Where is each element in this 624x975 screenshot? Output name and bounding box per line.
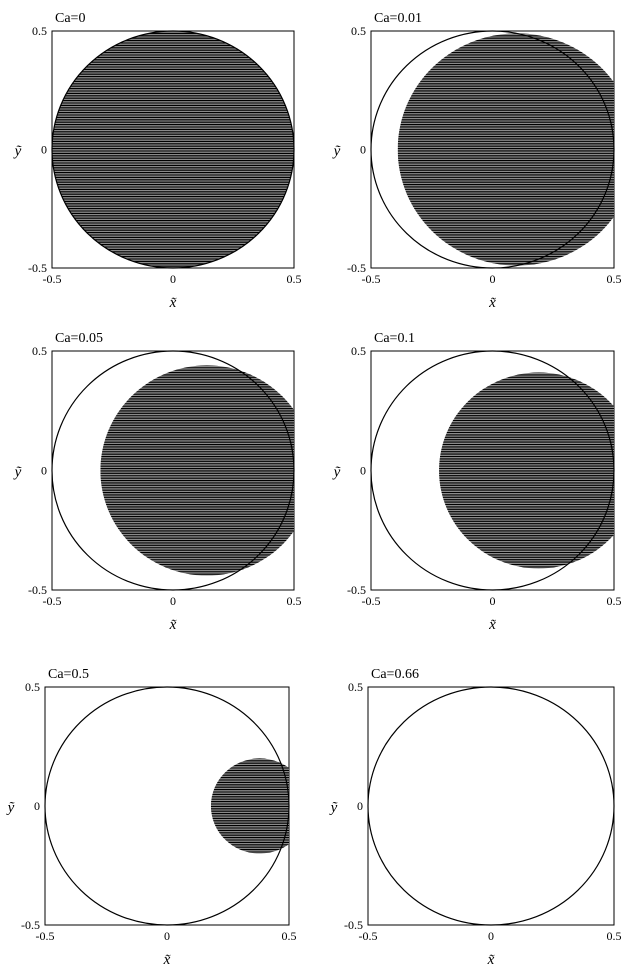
x-axis-label: x̃ [163, 952, 171, 968]
hatched-region [52, 31, 294, 268]
y-tick-label: -0.5 [347, 261, 366, 275]
y-tick-label: 0 [34, 799, 40, 813]
y-tick-label: -0.5 [28, 583, 47, 597]
panel-title: Ca=0.5 [48, 667, 89, 682]
hatched-region [397, 33, 614, 266]
x-axis-label: x̃ [169, 617, 177, 633]
y-tick-label: 0 [360, 143, 366, 157]
y-tick-label: 0 [41, 464, 47, 478]
chart-panel: Ca=0.1 -0.5 0 0.5 0.5 0 -0.5 x̃ ỹ [332, 331, 622, 633]
outer-circle [370, 350, 615, 591]
chart-panel: Ca=0.01 -0.5 0 0.5 0.5 0 -0.5 x̃ ỹ [332, 11, 622, 311]
outer-circle [367, 686, 615, 926]
y-tick-label: 0 [41, 143, 47, 157]
outer-circle [44, 686, 290, 926]
y-axis-label: ỹ [329, 800, 338, 816]
x-tick-label: 0 [170, 272, 176, 286]
y-axis-label: ỹ [13, 144, 22, 160]
y-axis-label: ỹ [6, 800, 15, 816]
hatched-region [210, 758, 289, 854]
panel-title: Ca=0.66 [371, 667, 419, 682]
outer-circle [370, 30, 615, 269]
chart-panel: Ca=0.5 -0.5 0 0.5 0.5 0 -0.5 x̃ ỹ [6, 667, 297, 968]
x-tick-label: 0 [170, 594, 176, 608]
y-tick-label: 0.5 [32, 344, 47, 358]
y-axis-label: ỹ [332, 144, 341, 160]
x-tick-label: 0.5 [287, 272, 302, 286]
y-tick-label: 0.5 [351, 24, 366, 38]
x-tick-label: 0.5 [607, 272, 622, 286]
outer-circle [51, 30, 295, 269]
y-tick-label: -0.5 [28, 261, 47, 275]
x-axis-label: x̃ [169, 295, 177, 311]
y-tick-label: 0.5 [32, 24, 47, 38]
y-tick-label: 0 [360, 464, 366, 478]
x-tick-label: 0 [490, 272, 496, 286]
x-tick-label: -0.5 [43, 272, 62, 286]
hatched-region [439, 372, 614, 569]
hatch-fill [52, 31, 294, 268]
panel-title: Ca=0.1 [374, 331, 415, 346]
x-tick-label: 0.5 [607, 929, 622, 943]
x-tick-label: -0.5 [43, 594, 62, 608]
x-tick-label: 0.5 [607, 594, 622, 608]
panel-title: Ca=0.01 [374, 11, 422, 26]
chart-panel: Ca=0.05 -0.5 0 0.5 0.5 0 -0.5 x̃ ỹ [13, 331, 302, 633]
x-axis-label: x̃ [487, 952, 495, 968]
x-tick-label: 0 [490, 594, 496, 608]
panel-title: Ca=0.05 [55, 331, 103, 346]
x-tick-label: 0 [164, 929, 170, 943]
y-tick-label: 0.5 [25, 680, 40, 694]
y-tick-label: 0.5 [348, 680, 363, 694]
x-tick-label: -0.5 [36, 929, 55, 943]
x-axis-label: x̃ [488, 295, 496, 311]
outer-circle [51, 350, 295, 591]
chart-panel: Ca=0 -0.5 0 0.5 0.5 0 -0.5 x̃ ỹ [13, 11, 302, 311]
y-tick-label: -0.5 [344, 918, 363, 932]
y-tick-label: 0 [357, 799, 363, 813]
x-tick-label: 0.5 [282, 929, 297, 943]
y-axis-label: ỹ [332, 465, 341, 481]
x-axis-label: x̃ [488, 617, 496, 633]
y-tick-label: -0.5 [347, 583, 366, 597]
x-tick-label: 0.5 [287, 594, 302, 608]
hatched-region [100, 365, 295, 576]
y-tick-label: 0.5 [351, 344, 366, 358]
y-tick-label: -0.5 [21, 918, 40, 932]
axes-frame [367, 686, 615, 926]
x-tick-label: -0.5 [362, 594, 381, 608]
x-tick-label: 0 [488, 929, 494, 943]
chart-panel: Ca=0.66 -0.5 0 0.5 0.5 0 -0.5 x̃ ỹ [329, 667, 622, 968]
x-tick-label: -0.5 [359, 929, 378, 943]
panel-title: Ca=0 [55, 11, 85, 26]
x-tick-label: -0.5 [362, 272, 381, 286]
y-axis-label: ỹ [13, 465, 22, 481]
